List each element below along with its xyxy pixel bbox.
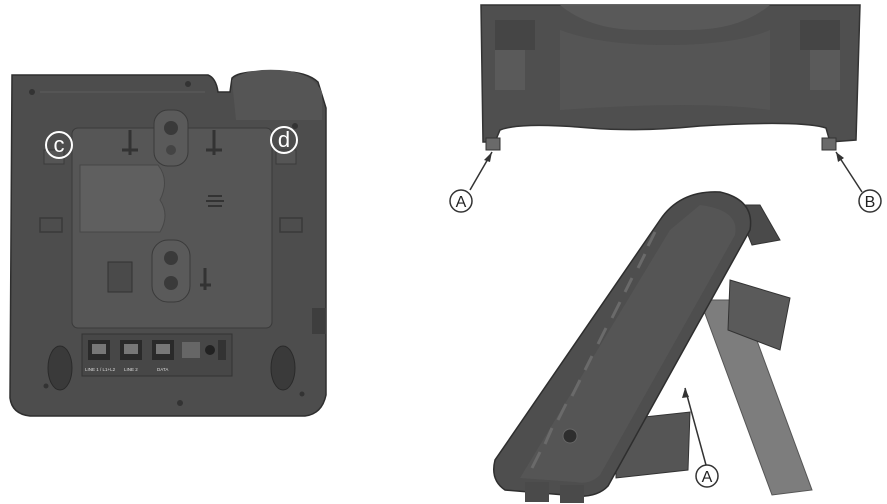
label-area (79, 164, 166, 233)
phone-side-view: A (493, 191, 813, 503)
port-label-line2: LINE 2 (124, 367, 138, 372)
svg-text:A: A (456, 194, 467, 211)
wall-mount-hook-bottom (151, 239, 191, 303)
callout-a-top: A (449, 189, 473, 213)
tab-a (485, 137, 501, 151)
stand-top-view: A B (449, 4, 882, 213)
port-label-line1: LINE 1 / L1+L2 (85, 367, 116, 372)
handset-cradle (232, 69, 322, 120)
phone-back-view: LINE 1 / L1+L2 LINE 2 DATA c d (9, 69, 327, 417)
foot-right (270, 345, 296, 391)
svg-text:B: B (865, 194, 876, 211)
ethernet-port-line2 (120, 340, 142, 360)
svg-text:d: d (278, 127, 290, 152)
tab-b (821, 137, 837, 151)
svg-text:A: A (702, 469, 713, 486)
callout-c: c (45, 131, 73, 159)
wall-mount-hook-top (153, 109, 189, 167)
callout-b-top: B (858, 189, 882, 213)
stand-leg (699, 299, 813, 496)
power-jack (205, 345, 215, 355)
screw-icon (562, 428, 578, 444)
vent-icon (206, 195, 224, 207)
power-port (182, 342, 200, 358)
foot-left (47, 345, 73, 391)
callout-d: d (270, 126, 298, 154)
callout-a-side: A (695, 464, 719, 488)
ethernet-port-line1 (88, 340, 110, 360)
port-label-data: DATA (157, 367, 168, 372)
svg-text:c: c (54, 132, 65, 157)
ethernet-port-data (152, 340, 174, 360)
